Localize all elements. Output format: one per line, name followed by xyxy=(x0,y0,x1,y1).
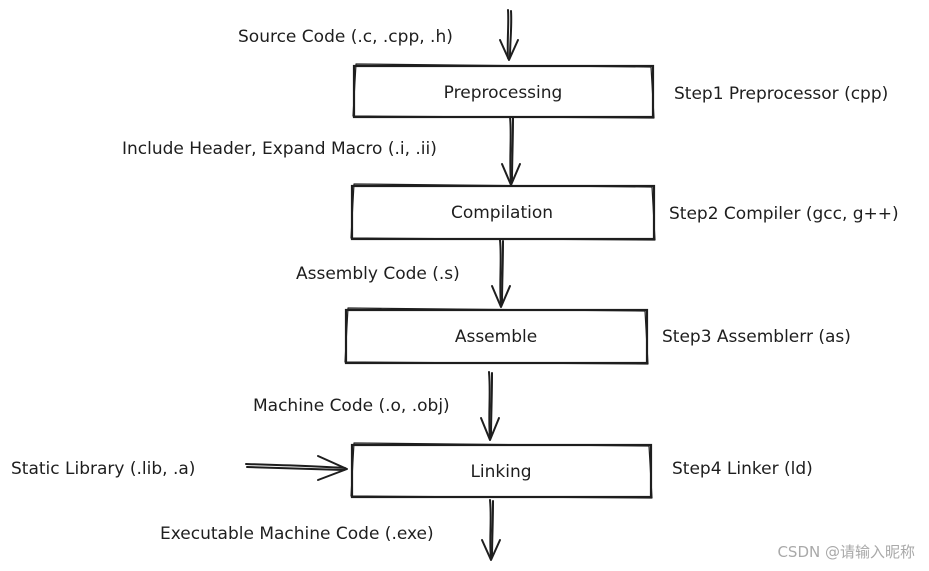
arrow-static-library-to-linking xyxy=(245,455,348,481)
csdn-watermark: CSDN @请输入昵称 xyxy=(777,543,915,561)
linking-label: Linking xyxy=(470,462,531,482)
arrow-linking-to-executable xyxy=(481,499,501,561)
arrow-assemble-to-linking xyxy=(480,371,500,441)
step4-tool-label: Step4 Linker (ld) xyxy=(672,459,813,479)
static-library-label: Static Library (.lib, .a) xyxy=(11,459,195,479)
compilation-label: Compilation xyxy=(451,203,553,223)
arrow-preprocessing-to-compilation xyxy=(501,116,521,186)
assemble-label: Assemble xyxy=(455,327,537,347)
machine-code-label: Machine Code (.o, .obj) xyxy=(253,396,450,416)
linking-box: Linking xyxy=(350,442,653,499)
executable-code-label: Executable Machine Code (.exe) xyxy=(160,524,434,544)
source-code-label: Source Code (.c, .cpp, .h) xyxy=(238,27,453,47)
step3-tool-label: Step3 Assemblerr (as) xyxy=(662,327,851,347)
step1-tool-label: Step1 Preprocessor (cpp) xyxy=(674,84,888,104)
compilation-box: Compilation xyxy=(350,183,656,241)
preprocessing-label: Preprocessing xyxy=(444,83,563,103)
preprocess-output-label: Include Header, Expand Macro (.i, .ii) xyxy=(122,139,437,159)
assembly-code-label: Assembly Code (.s) xyxy=(296,264,460,284)
assemble-box: Assemble xyxy=(344,307,649,365)
preprocessing-box: Preprocessing xyxy=(352,63,655,119)
arrow-source-to-preprocessing xyxy=(499,9,519,61)
step2-tool-label: Step2 Compiler (gcc, g++) xyxy=(669,204,899,224)
arrow-compilation-to-assemble xyxy=(491,239,511,308)
